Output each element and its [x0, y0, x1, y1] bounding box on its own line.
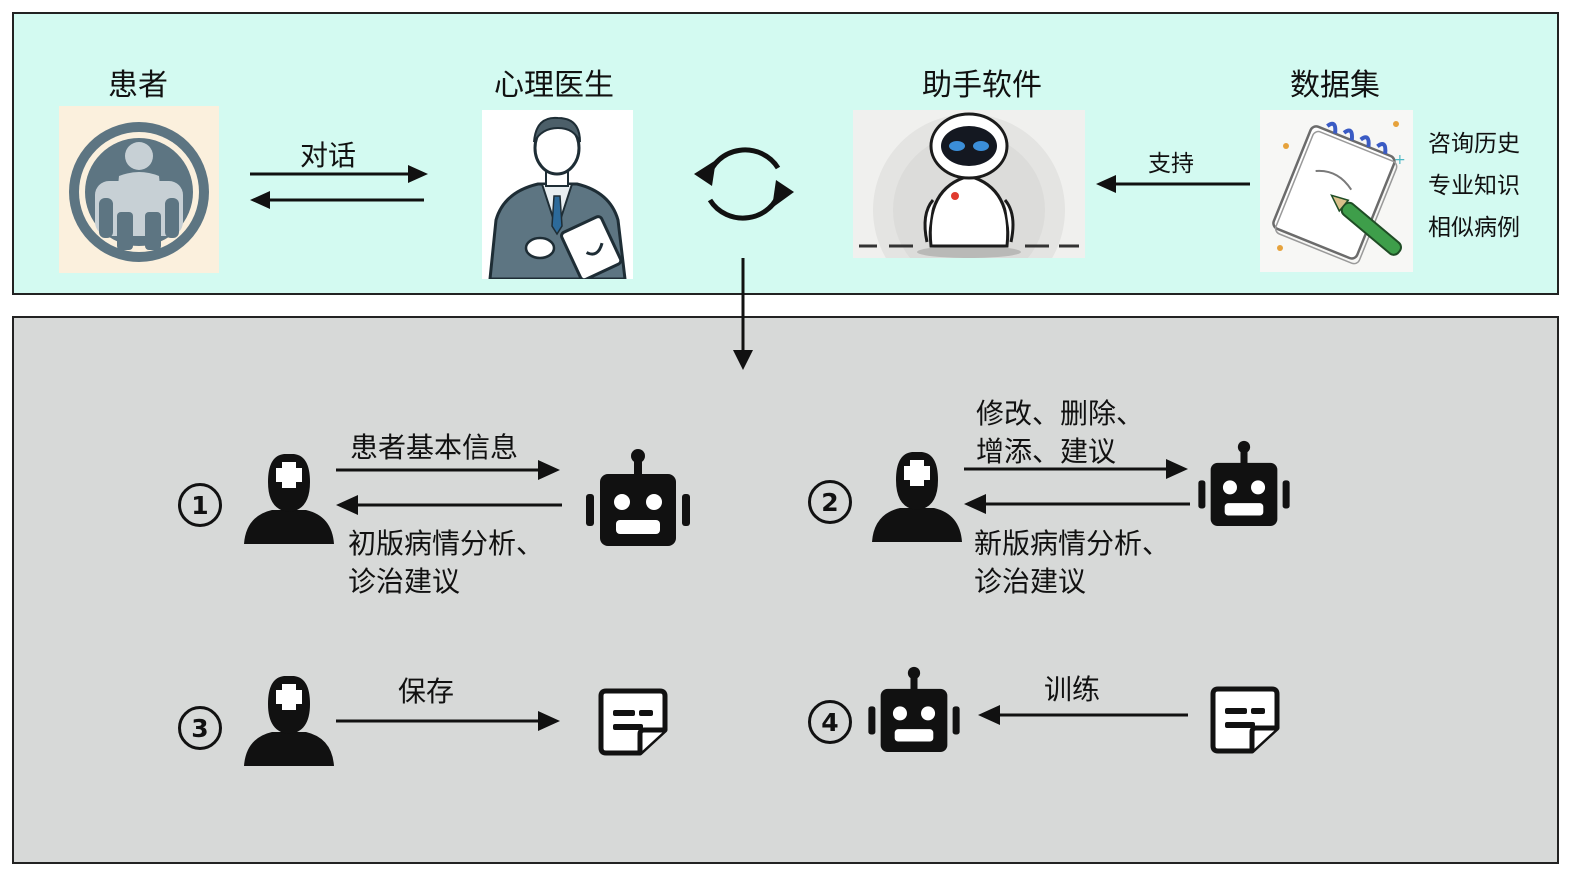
notepad-with-pen-icon: + [1272, 121, 1406, 265]
dataset-image: + [1260, 110, 1413, 272]
step-1-number: 1 [178, 483, 222, 527]
refresh-cycle-icon [694, 147, 794, 221]
step-4-label: 训练 [1044, 673, 1101, 706]
robot-head-icon [1198, 440, 1290, 526]
step-3-number: 3 [178, 706, 222, 750]
assistant-label: 助手软件 [922, 68, 1042, 103]
step-2-arrows [964, 459, 1190, 514]
step-4-number: 4 [808, 700, 852, 744]
doctor-with-clipboard-icon [488, 116, 627, 279]
note-document-icon [1210, 686, 1280, 754]
robot-mascot-icon [859, 112, 1079, 258]
step-3-label: 保存 [398, 675, 455, 708]
assistant-image [853, 110, 1085, 258]
bottom-panel [12, 316, 1559, 864]
doctor-label: 心理医生 [494, 68, 614, 103]
step-2-number: 2 [808, 480, 852, 524]
patient-label: 患者 [108, 68, 168, 103]
step-1-arrows [336, 460, 562, 515]
dialogue-label: 对话 [300, 139, 357, 172]
down-arrow [733, 258, 753, 370]
step-2-lower-label-line2: 诊治建议 [974, 565, 1087, 598]
step-2-upper-label-line2: 增添、建议 [976, 435, 1117, 468]
doctor-image [482, 110, 633, 279]
step-1-upper-label: 患者基本信息 [350, 431, 519, 464]
robot-head-icon [586, 449, 690, 546]
support-label: 支持 [1148, 151, 1194, 177]
step-1-lower-label-line1: 初版病情分析、 [348, 527, 545, 560]
note-document-icon [598, 688, 668, 756]
step-4-arrow [978, 705, 1188, 725]
dialogue-arrows [250, 165, 428, 209]
dataset-item-cases: 相似病例 [1428, 215, 1520, 241]
patient-image [59, 106, 219, 273]
step-3-arrow [336, 711, 560, 731]
medic-icon [872, 452, 962, 542]
dataset-item-knowledge: 专业知识 [1428, 173, 1520, 199]
medic-icon [244, 454, 334, 544]
step-2-upper-label-line1: 修改、删除、 [976, 397, 1145, 430]
robot-head-icon [868, 666, 960, 752]
svg-text:+: + [1394, 152, 1406, 168]
step-1-lower-label-line2: 诊治建议 [348, 565, 461, 598]
support-arrow [1096, 175, 1250, 193]
dataset-label: 数据集 [1290, 68, 1380, 103]
step-2-lower-label-line1: 新版病情分析、 [974, 527, 1171, 560]
dataset-item-history: 咨询历史 [1428, 131, 1520, 157]
therapy-chair-icon [69, 122, 209, 262]
medic-icon [244, 676, 334, 766]
